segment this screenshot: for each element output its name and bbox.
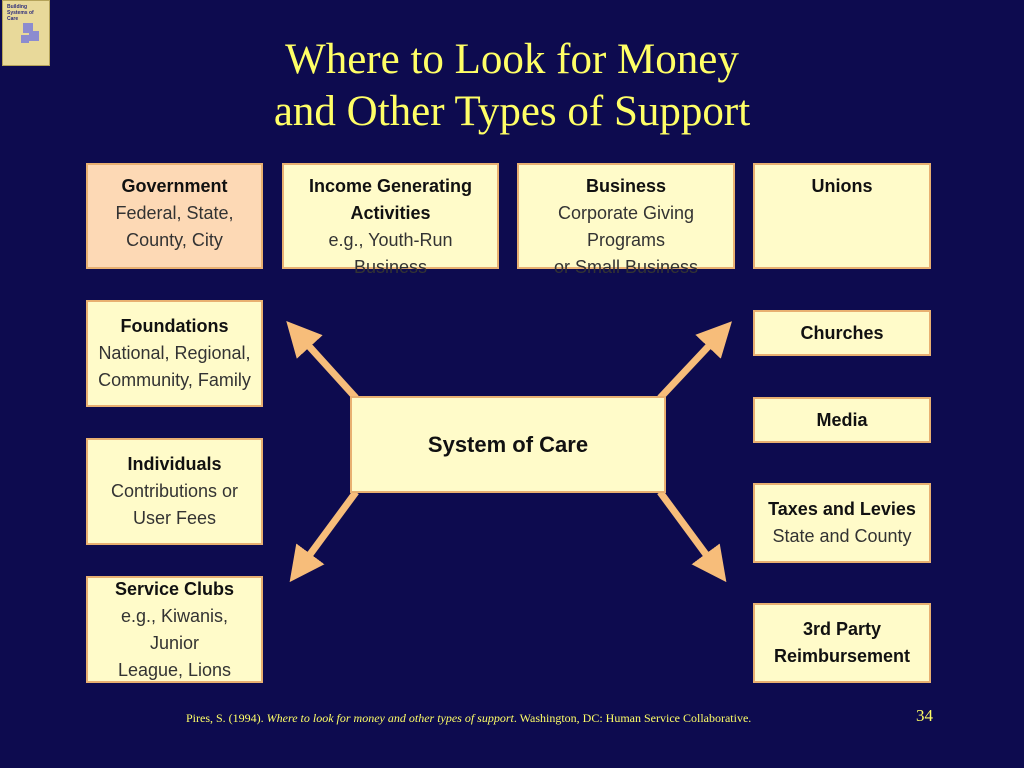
- arrow-to-third-party: [657, 489, 727, 583]
- title-line-2: and Other Types of Support: [273, 88, 751, 135]
- government-line-2: County, City: [126, 230, 223, 250]
- logo: Building Systems of Care: [2, 0, 50, 66]
- individuals-line-1: Contributions or: [110, 481, 239, 501]
- income-line-1: e.g., Youth-Run Business: [328, 230, 453, 277]
- logo-square: [21, 35, 29, 43]
- box-business: Business Corporate Giving Programs or Sm…: [517, 163, 735, 277]
- footer-citation: Pires, S. (1994). Where to look for mone…: [186, 711, 751, 726]
- system-of-care-heading: System of Care: [427, 432, 589, 457]
- taxes-heading: Taxes and Levies: [768, 499, 916, 519]
- service-clubs-line-2: League, Lions: [117, 659, 232, 680]
- foundations-line-2: Community, Family: [98, 370, 251, 390]
- citation-title: Where to look for money and other types …: [266, 711, 514, 725]
- business-line-2: or Small Business: [553, 257, 699, 277]
- logo-text: Building Systems of Care: [7, 4, 34, 22]
- box-income-generating: Income Generating Activities e.g., Youth…: [282, 163, 499, 277]
- box-media: Media: [753, 397, 931, 443]
- government-line-1: Federal, State,: [115, 203, 234, 223]
- business-line-1: Corporate Giving Programs: [557, 203, 695, 250]
- service-clubs-line-1: e.g., Kiwanis, Junior: [120, 605, 229, 653]
- individuals-heading: Individuals: [127, 454, 222, 474]
- logo-square: [29, 31, 39, 41]
- business-heading: Business: [585, 176, 667, 196]
- third-party-heading-1: 3rd Party: [802, 619, 882, 639]
- income-heading-2: Activities: [350, 203, 431, 223]
- box-third-party-reimbursement: 3rd Party Reimbursement: [753, 603, 931, 683]
- service-clubs-heading: Service Clubs: [114, 578, 235, 599]
- media-heading: Media: [816, 409, 868, 430]
- box-system-of-care: System of Care: [350, 396, 666, 493]
- slide-title: Where to Look for Money and Other Types …: [0, 34, 1024, 138]
- page-number: 34: [916, 706, 933, 725]
- box-foundations: Foundations National, Regional, Communit…: [86, 300, 263, 407]
- individuals-line-2: User Fees: [132, 508, 217, 528]
- box-taxes-and-levies: Taxes and Levies State and County: [753, 483, 931, 563]
- income-heading-1: Income Generating: [308, 176, 473, 196]
- box-churches: Churches: [753, 310, 931, 356]
- box-service-clubs: Service Clubs e.g., Kiwanis, Junior Leag…: [86, 576, 263, 683]
- government-heading: Government: [121, 176, 228, 196]
- arrow-to-churches: [657, 321, 732, 401]
- third-party-heading-2: Reimbursement: [773, 646, 911, 666]
- foundations-heading: Foundations: [120, 316, 229, 336]
- unions-heading: Unions: [811, 176, 873, 196]
- foundations-line-1: National, Regional,: [98, 343, 251, 363]
- arrow-to-service-clubs: [289, 489, 359, 583]
- box-unions: Unions: [753, 163, 931, 269]
- title-line-1: Where to Look for Money: [285, 36, 739, 83]
- citation-author: Pires, S. (1994).: [186, 711, 267, 725]
- churches-heading: Churches: [800, 322, 884, 343]
- box-government: Government Federal, State, County, City: [86, 163, 263, 269]
- logo-square: [23, 23, 33, 33]
- citation-publisher: . Washington, DC: Human Service Collabor…: [513, 711, 752, 725]
- taxes-line-1: State and County: [772, 526, 912, 546]
- arrow-to-foundations: [286, 321, 359, 401]
- box-individuals: Individuals Contributions or User Fees: [86, 438, 263, 545]
